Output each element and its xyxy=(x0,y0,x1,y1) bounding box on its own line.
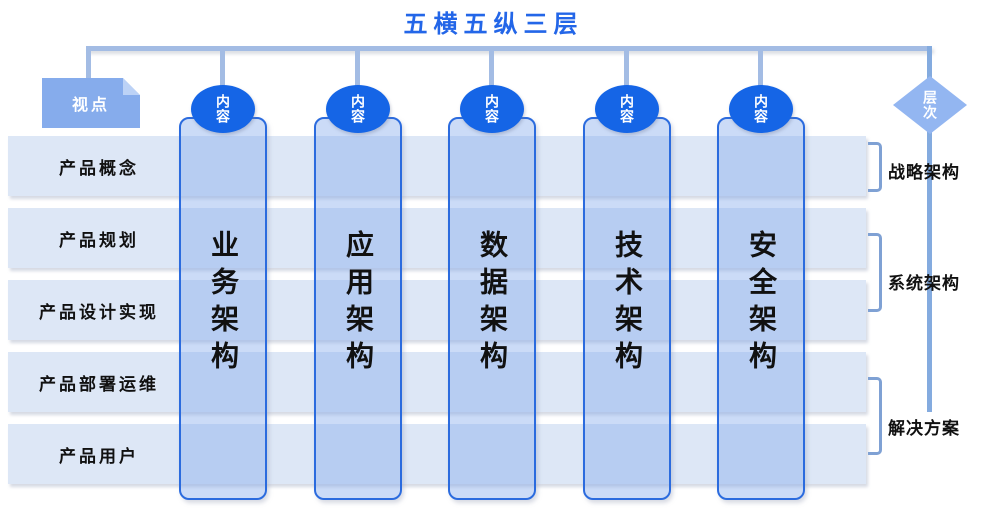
column-label: 技术架构 xyxy=(612,229,643,378)
row-band-product-planning: 产品规划 xyxy=(8,208,866,268)
row-band-product-concept: 产品概念 xyxy=(8,136,866,196)
folded-corner xyxy=(123,78,140,95)
column-label: 业务架构 xyxy=(208,229,239,378)
column-application-architecture: 应用架构 xyxy=(314,117,402,500)
column-business-architecture: 业务架构 xyxy=(179,117,267,500)
layer-bracket-system xyxy=(868,233,882,312)
column-label: 应用架构 xyxy=(343,229,374,378)
connector-stub-column-1 xyxy=(220,46,225,90)
column-data-architecture: 数据架构 xyxy=(448,117,536,500)
column-label: 数据架构 xyxy=(477,229,508,378)
row-label: 产品规划 xyxy=(59,230,139,250)
viewpoint-tag-label: 视点 xyxy=(71,97,110,114)
row-band-product-user: 产品用户 xyxy=(8,424,866,484)
connector-stub-column-3 xyxy=(489,46,494,90)
connector-stub-column-2 xyxy=(355,46,360,90)
row-label: 产品部署运维 xyxy=(39,374,159,394)
row-band-product-deploy: 产品部署运维 xyxy=(8,352,866,412)
layer-label-strategy: 战略架构 xyxy=(888,163,960,182)
column-security-architecture: 安全架构 xyxy=(717,117,805,500)
content-badge-1: 内容 xyxy=(191,85,255,133)
content-badge-label: 内容 xyxy=(484,94,500,124)
top-connector-line xyxy=(87,46,932,51)
layers-tag: 层次 xyxy=(893,76,967,134)
layer-bracket-strategy xyxy=(868,142,882,192)
connector-stub-column-4 xyxy=(624,46,629,90)
content-badge-3: 内容 xyxy=(460,85,524,133)
layer-label-solution: 解决方案 xyxy=(888,419,960,438)
connector-stub-viewpoint xyxy=(86,46,91,80)
column-label: 安全架构 xyxy=(746,229,777,378)
row-label: 产品设计实现 xyxy=(39,302,159,322)
row-band-product-design: 产品设计实现 xyxy=(8,280,866,340)
content-badge-4: 内容 xyxy=(595,85,659,133)
content-badge-label: 内容 xyxy=(753,94,769,124)
content-badge-label: 内容 xyxy=(619,94,635,124)
diagram-title: 五横五纵三层 xyxy=(403,11,584,38)
column-technology-architecture: 技术架构 xyxy=(583,117,671,500)
layer-bracket-solution xyxy=(868,377,882,455)
content-badge-5: 内容 xyxy=(729,85,793,133)
row-label: 产品用户 xyxy=(59,446,139,466)
row-label: 产品概念 xyxy=(59,158,139,178)
viewpoint-tag: 视点 xyxy=(42,78,140,128)
layers-tag-label: 层次 xyxy=(922,90,938,120)
content-badge-label: 内容 xyxy=(215,94,231,124)
layers-connector-line xyxy=(927,46,932,412)
content-badge-label: 内容 xyxy=(350,94,366,124)
connector-stub-column-5 xyxy=(758,46,763,90)
content-badge-2: 内容 xyxy=(326,85,390,133)
layer-label-system: 系统架构 xyxy=(888,274,960,293)
